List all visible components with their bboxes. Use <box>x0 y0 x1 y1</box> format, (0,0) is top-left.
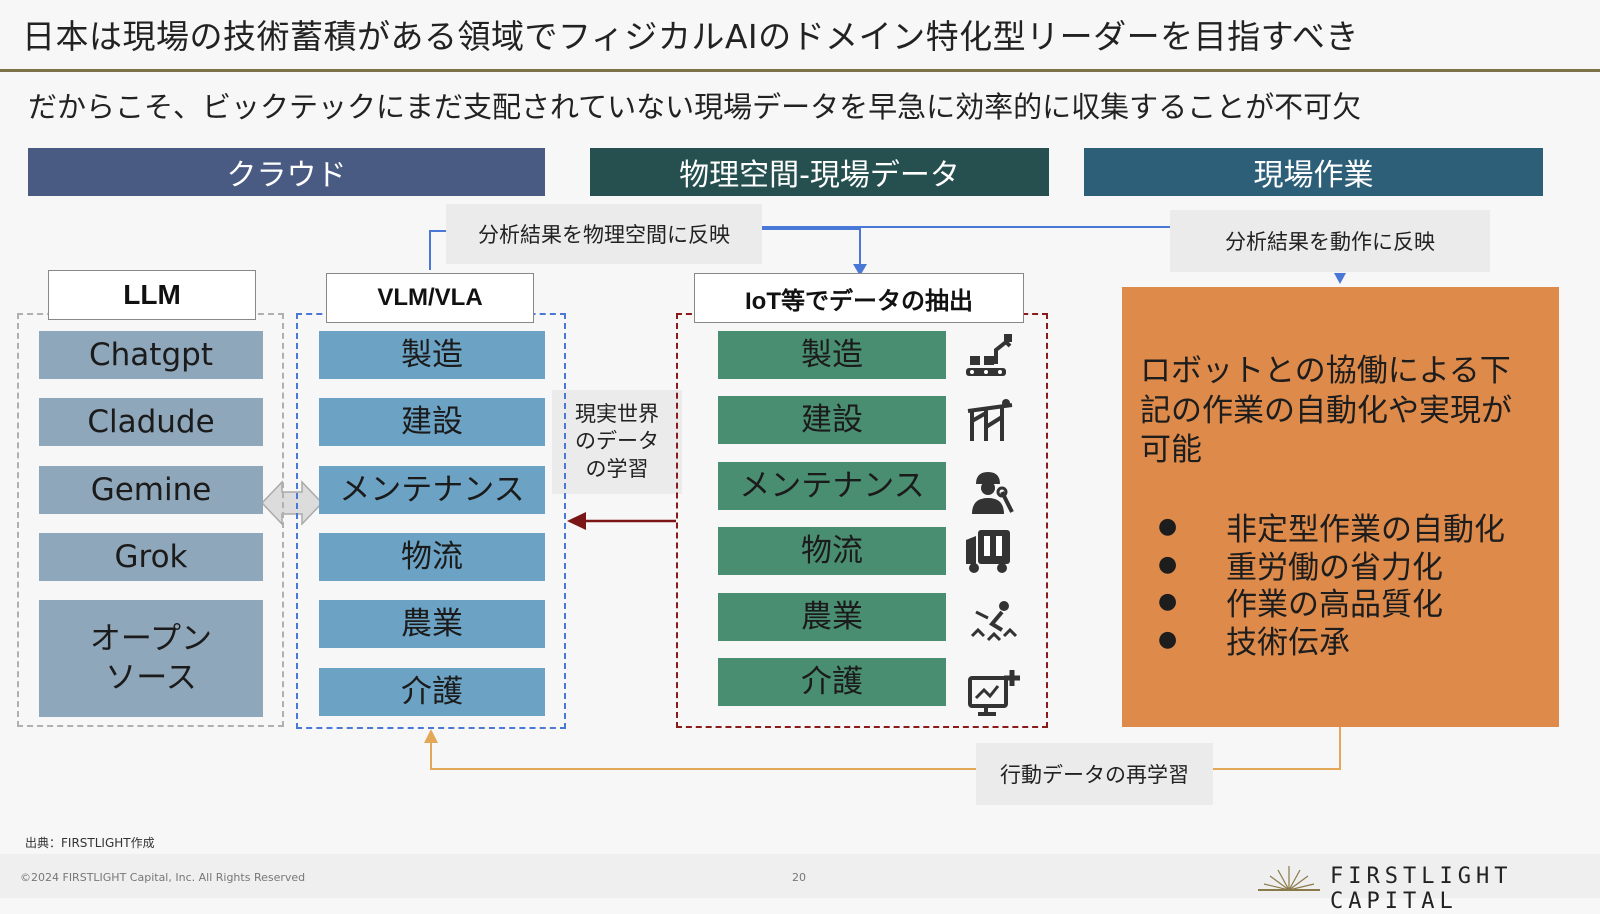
site-work-bullets: ● 非定型作業の自動化 ● 重労働の省力化 ● 作業の高品質化 ● 技術伝承 <box>1158 508 1505 661</box>
learning-note-line: のデータ <box>575 429 659 454</box>
bullet-dot-icon: ● <box>1158 551 1178 577</box>
bullet-item: ● 非定型作業の自動化 <box>1158 508 1505 548</box>
iot-item-maintenance: メンテナンス <box>718 462 946 510</box>
iot-label: IoT等でデータの抽出 <box>694 273 1024 323</box>
reflect-physical-connector <box>429 230 446 270</box>
slide-subtitle: だからこそ、ビックテックにまだ支配されていない現場データを早急に効率的に収集する… <box>28 90 1362 124</box>
vlm-item-construction: 建設 <box>319 398 545 446</box>
iot-item-logistics: 物流 <box>718 527 946 575</box>
relearn-note: 行動データの再学習 <box>976 743 1213 805</box>
care-monitor-icon <box>968 670 1020 716</box>
bullet-text: 作業の高品質化 <box>1226 587 1443 624</box>
llm-item-opensource: オープン ソース <box>39 600 263 717</box>
bullet-item: ● 作業の高品質化 <box>1158 583 1505 623</box>
site-work-description: ロボットとの協働による下記の作業の自動化や実現が可能 <box>1140 353 1512 469</box>
llm-label: LLM <box>48 270 256 320</box>
title-divider <box>0 69 1600 72</box>
vlm-item-manufacturing: 製造 <box>319 331 545 379</box>
cloud-header: クラウド <box>28 148 545 196</box>
reflect-action-arrowhead <box>1334 273 1346 284</box>
bullet-dot-icon: ● <box>1158 589 1178 615</box>
bullet-dot-icon: ● <box>1158 514 1178 540</box>
vlm-item-maintenance: メンテナンス <box>319 466 545 514</box>
worker-maintenance-icon <box>972 472 1014 514</box>
physical-data-header: 物理空間-現場データ <box>590 148 1049 196</box>
learning-note: 現実世界 のデータ の学習 <box>552 390 682 494</box>
vlm-item-care: 介護 <box>319 668 545 716</box>
learning-note-line: の学習 <box>585 456 649 481</box>
bullet-dot-icon: ● <box>1158 626 1178 652</box>
llm-item-gemini: Gemine <box>39 466 263 514</box>
vlm-item-logistics: 物流 <box>319 533 545 581</box>
slide-title: 日本は現場の技術蓄積がある領域でフィジカルAIのドメイン特化型リーダーを目指すべ… <box>22 17 1359 56</box>
learning-note-line: 現実世界 <box>575 402 659 427</box>
site-work-box <box>1122 287 1559 727</box>
iot-item-care: 介護 <box>718 658 946 706</box>
copyright: ©2024 FIRSTLIGHT Capital, Inc. All Right… <box>20 871 306 884</box>
iot-item-manufacturing: 製造 <box>718 331 946 379</box>
brand-name: FIRSTLIGHT CAPITAL <box>1330 864 1513 914</box>
construction-icon <box>967 399 1013 441</box>
sunrise-logo-icon <box>1258 866 1320 891</box>
llm-item-chatgpt: Chatgpt <box>39 331 263 379</box>
bullet-text: 非定型作業の自動化 <box>1226 512 1505 549</box>
page-number: 20 <box>792 871 806 884</box>
opensource-line: オープン <box>89 620 213 657</box>
iot-item-agriculture: 農業 <box>718 593 946 641</box>
bullet-text: 技術伝承 <box>1226 624 1350 661</box>
llm-item-grok: Grok <box>39 533 263 581</box>
bullet-text: 重労働の省力化 <box>1226 549 1443 586</box>
farming-icon <box>970 601 1018 642</box>
factory-robot-icon <box>966 334 1012 376</box>
reflect-physical-arrow <box>762 228 861 268</box>
site-work-header: 現場作業 <box>1084 148 1543 196</box>
relearn-connector <box>1213 727 1341 770</box>
vlm-label: VLM/VLA <box>326 273 534 323</box>
bullet-item: ● 技術伝承 <box>1158 621 1505 661</box>
opensource-line: ソース <box>105 659 197 696</box>
truck-icon <box>966 530 1010 573</box>
bullet-item: ● 重労働の省力化 <box>1158 546 1505 586</box>
vlm-item-agriculture: 農業 <box>319 600 545 648</box>
footer-bar <box>0 854 1600 898</box>
reflect-action-note: 分析結果を動作に反映 <box>1170 210 1490 272</box>
llm-item-claude: Cladude <box>39 398 263 446</box>
iot-item-construction: 建設 <box>718 396 946 444</box>
reflect-physical-note: 分析結果を物理空間に反映 <box>446 204 762 264</box>
source-note: 出典：FIRSTLIGHT作成 <box>25 836 155 850</box>
